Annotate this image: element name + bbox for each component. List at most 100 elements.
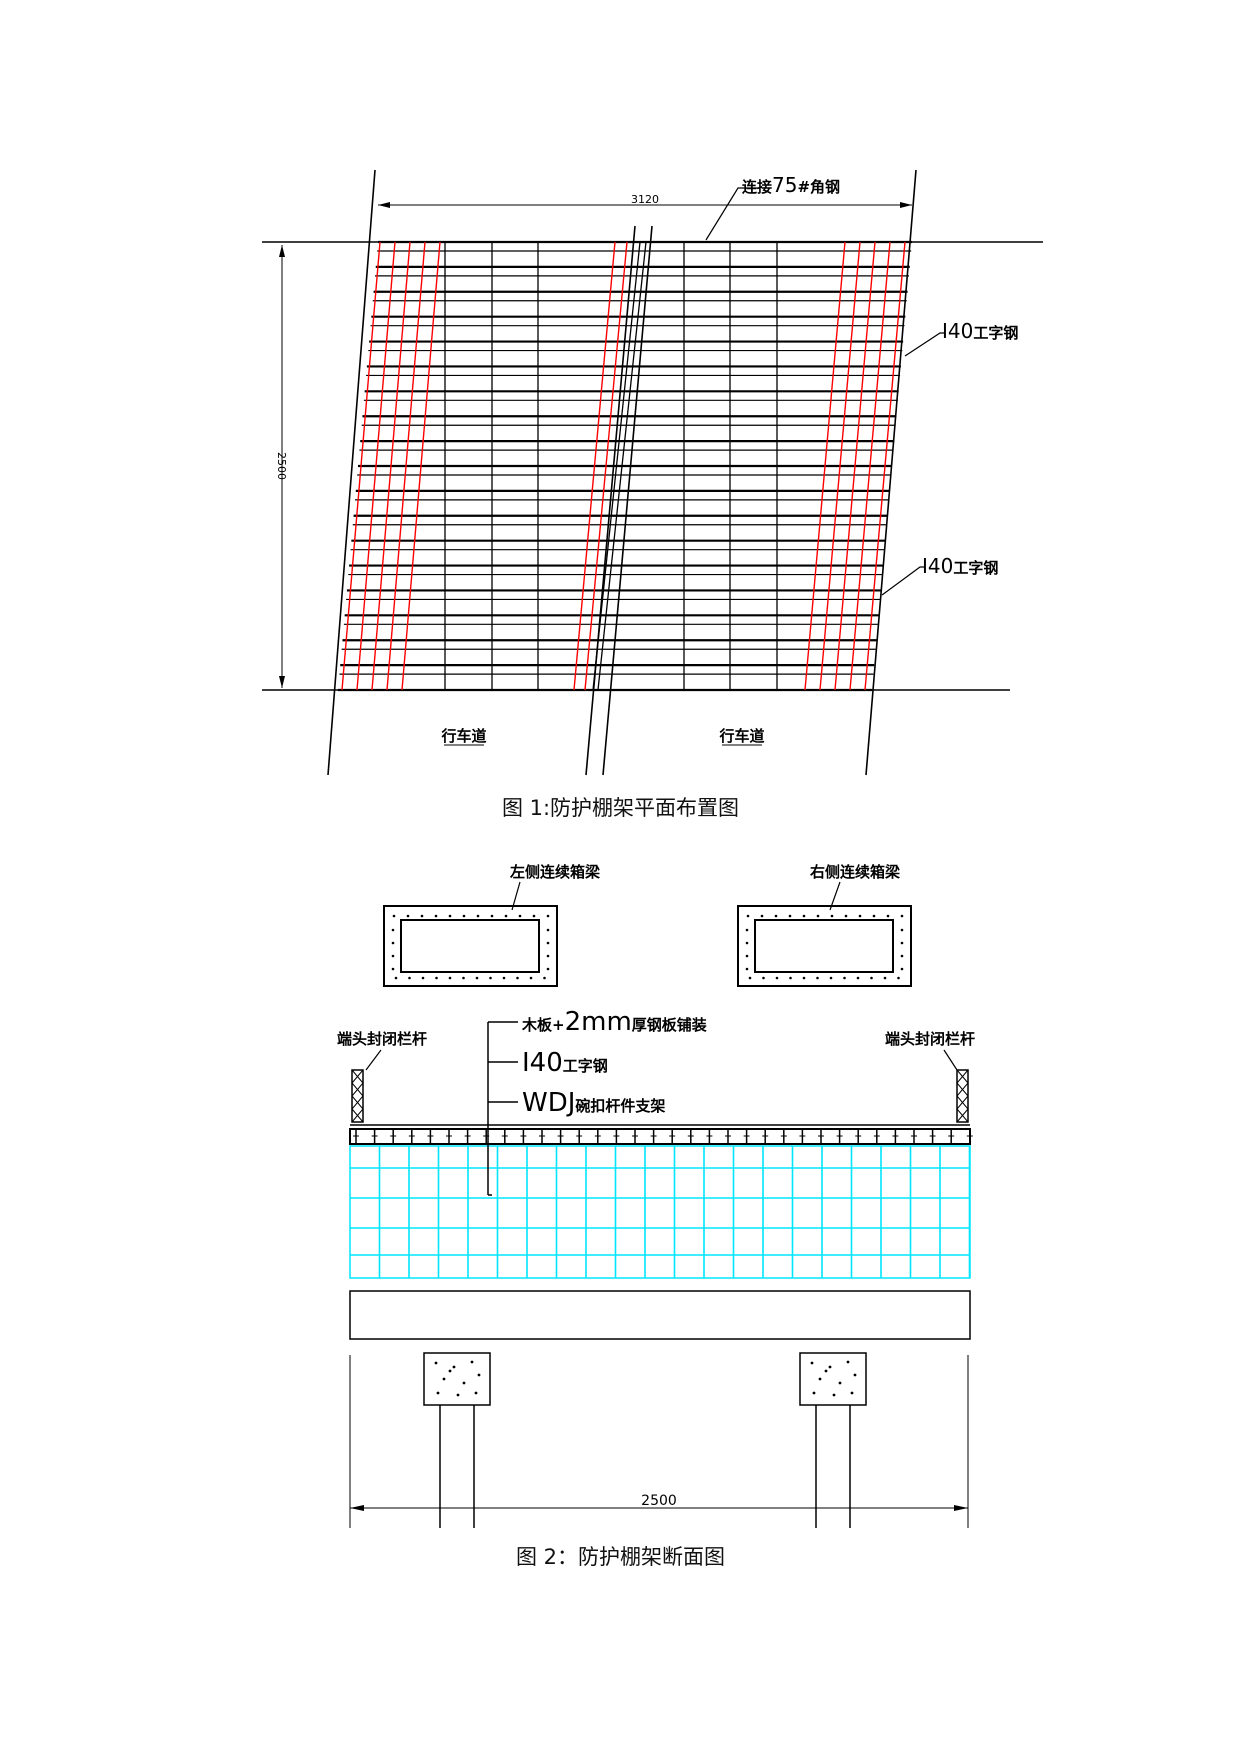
concrete-dot [474, 1391, 478, 1395]
concrete-dot [846, 1360, 850, 1364]
rebar-dot [448, 914, 452, 918]
rebar-dot [746, 914, 750, 918]
rebar-dot [518, 914, 522, 918]
concrete-dot [810, 1361, 814, 1365]
middle-skew-line-2 [602, 225, 653, 776]
rebar-dot [435, 976, 438, 980]
red-pier-line [804, 241, 846, 691]
rebar-dot [843, 976, 846, 980]
concrete-dot [812, 1391, 816, 1395]
rebar-dot [391, 954, 395, 958]
rebar-dot [870, 976, 873, 980]
rebar-dot [546, 928, 550, 932]
rebar-dot [762, 976, 765, 980]
concrete-dot [838, 1381, 842, 1385]
plate-beams [338, 240, 912, 692]
red-pier-line [864, 241, 906, 691]
rebar-dot [816, 976, 819, 980]
concrete-dot [442, 1377, 446, 1381]
rebar-dot [546, 941, 550, 945]
foundation-slab [349, 1290, 971, 1340]
lane-label-left: 行车道 [440, 727, 486, 745]
rebar-dot [745, 928, 749, 932]
rebar-dot [490, 914, 494, 918]
angle-label: 连接75#角钢 [742, 173, 840, 197]
rebar-dot [900, 941, 904, 945]
height-dimension-text: 2500 [275, 452, 288, 480]
concrete-dot [436, 1391, 440, 1395]
concrete-dot [462, 1381, 466, 1385]
rebar-dot [516, 976, 519, 980]
i-beam-layer [349, 1128, 973, 1145]
rebar-dot [462, 976, 465, 980]
rebar-dot [802, 914, 806, 918]
right-pier [799, 1352, 867, 1528]
rebar-dot [883, 976, 887, 980]
concrete-dot [477, 1373, 481, 1377]
beam-label-top: I40工字钢 [942, 319, 1018, 343]
middle-skew-line-4 [597, 241, 647, 691]
red-pier-line [356, 241, 396, 691]
plate-vertical-members [444, 242, 778, 690]
middle-skew-line-3 [592, 241, 641, 691]
left-skew-boundary [327, 169, 376, 776]
width-dimension-text: 3120 [631, 193, 659, 206]
left-pier [423, 1352, 491, 1528]
beam-label-bottom: I40工字钢 [922, 554, 998, 578]
figure-2-caption: 图 2：防护棚架断面图 [515, 1545, 726, 1569]
beam-label-leader-bottom [881, 566, 925, 596]
rebar-dot [462, 914, 466, 918]
angle-label-leader [705, 187, 760, 241]
rebar-dot [475, 976, 479, 980]
rebar-dot [774, 914, 778, 918]
rebar-dot [529, 976, 533, 980]
concrete-dot [853, 1373, 857, 1377]
rebar-dot [900, 954, 904, 958]
rebar-dot [872, 914, 876, 918]
red-pier-line [834, 241, 876, 691]
beam-label-leader-top [904, 332, 945, 357]
rebar-dot [546, 967, 550, 971]
rebar-dot [391, 928, 395, 932]
red-pier-line [584, 241, 628, 691]
concrete-dot [434, 1361, 438, 1365]
concrete-dot [456, 1393, 460, 1397]
rebar-dot [546, 954, 550, 958]
rebar-dot [406, 914, 410, 918]
rebar-dot [489, 976, 492, 980]
red-pier-line [371, 241, 411, 691]
red-pier-line [573, 241, 616, 691]
rebar-dot [897, 976, 900, 980]
red-pier-lines [341, 241, 906, 691]
rebar-dot [775, 976, 779, 980]
layer-label-scaffold: WDJ碗扣杆件支架 [522, 1088, 665, 1118]
rebar-dot [421, 976, 425, 980]
section-width-dimension: 2500 [349, 1355, 969, 1528]
rebar-dot [420, 914, 424, 918]
rebar-dot [434, 914, 438, 918]
rebar-dot [829, 976, 833, 980]
right-girder-label: 右侧连续箱梁 [810, 863, 901, 881]
rebar-dot [788, 914, 792, 918]
girder-rebar-dots [391, 914, 904, 980]
lane-label-right: 行车道 [718, 727, 764, 745]
pier-concrete-dots [434, 1360, 857, 1397]
rebar-dot [532, 914, 536, 918]
wdj-scaffold [349, 1145, 971, 1279]
rebar-dot [856, 976, 860, 980]
layer-label-leaders [487, 1021, 518, 1196]
rebar-dot [816, 914, 820, 918]
red-pier-line [849, 241, 891, 691]
concrete-dot [452, 1365, 456, 1369]
end-rail-label-right: 端头封闭栏杆 [885, 1030, 975, 1048]
left-girder-label: 左侧连续箱梁 [509, 863, 601, 881]
layer-label-ibeam: I40工字钢 [522, 1048, 608, 1078]
concrete-dot [448, 1369, 452, 1373]
width-dimension: 3120 [378, 193, 912, 208]
rebar-dot [546, 914, 550, 918]
end-rail-label-left: 端头封闭栏杆 [337, 1030, 427, 1048]
red-pier-line [819, 241, 861, 691]
rebar-dot [789, 976, 792, 980]
figure-1-caption: 图 1:防护棚架平面布置图 [501, 796, 740, 820]
